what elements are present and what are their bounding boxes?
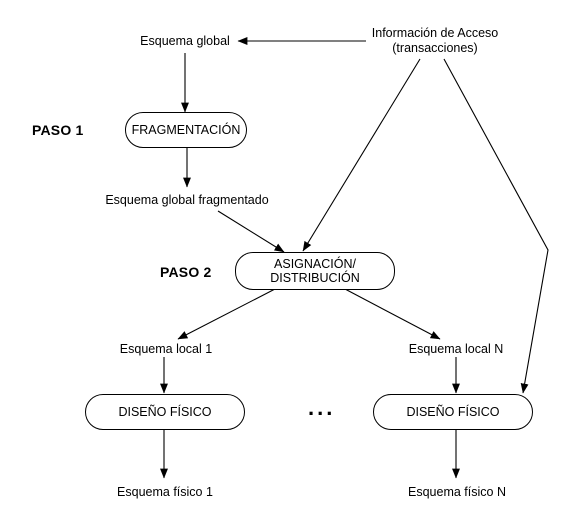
access-info-label: Información de Acceso (transacciones) [372, 26, 498, 56]
global-schema-label: Esquema global [140, 34, 230, 48]
edge-allocation-to-local1 [177, 288, 276, 340]
ellipsis: ... [308, 395, 336, 420]
physical-schema-1-label: Esquema físico 1 [117, 485, 213, 499]
local-schema-1-label: Esquema local 1 [119, 342, 213, 356]
local-schema-n-label: Esquema local N [408, 342, 504, 356]
allocation-node-line1: ASIGNACIÓN/ [274, 257, 356, 271]
fragmented-schema-label: Esquema global fragmentado [105, 193, 269, 207]
edge-allocation-to-localn [344, 288, 441, 340]
step1-label: PASO 1 [32, 122, 84, 138]
edge-info-to-allocation [302, 58, 421, 252]
physical-design-n-label: DISEÑO FÍSICO [406, 405, 500, 419]
access-info-line1: Información de Acceso [371, 26, 499, 40]
access-info-line2: (transacciones) [392, 41, 478, 55]
fragmentation-node: FRAGMENTACIÓN [125, 112, 247, 148]
allocation-node-line2: DISTRIBUCIÓN [270, 271, 360, 285]
physical-design-1-node: DISEÑO FÍSICO [85, 394, 245, 430]
edge-fragmented-to-allocation [217, 210, 285, 253]
step2-label: PASO 2 [160, 264, 212, 280]
physical-schema-n-label: Esquema físico N [408, 485, 506, 499]
edge-info-to-design-n [443, 58, 549, 394]
physical-design-1-label: DISEÑO FÍSICO [118, 405, 212, 419]
physical-design-n-node: DISEÑO FÍSICO [373, 394, 533, 430]
fragmentation-node-label: FRAGMENTACIÓN [131, 123, 241, 137]
allocation-node: ASIGNACIÓN/ DISTRIBUCIÓN [235, 252, 395, 290]
